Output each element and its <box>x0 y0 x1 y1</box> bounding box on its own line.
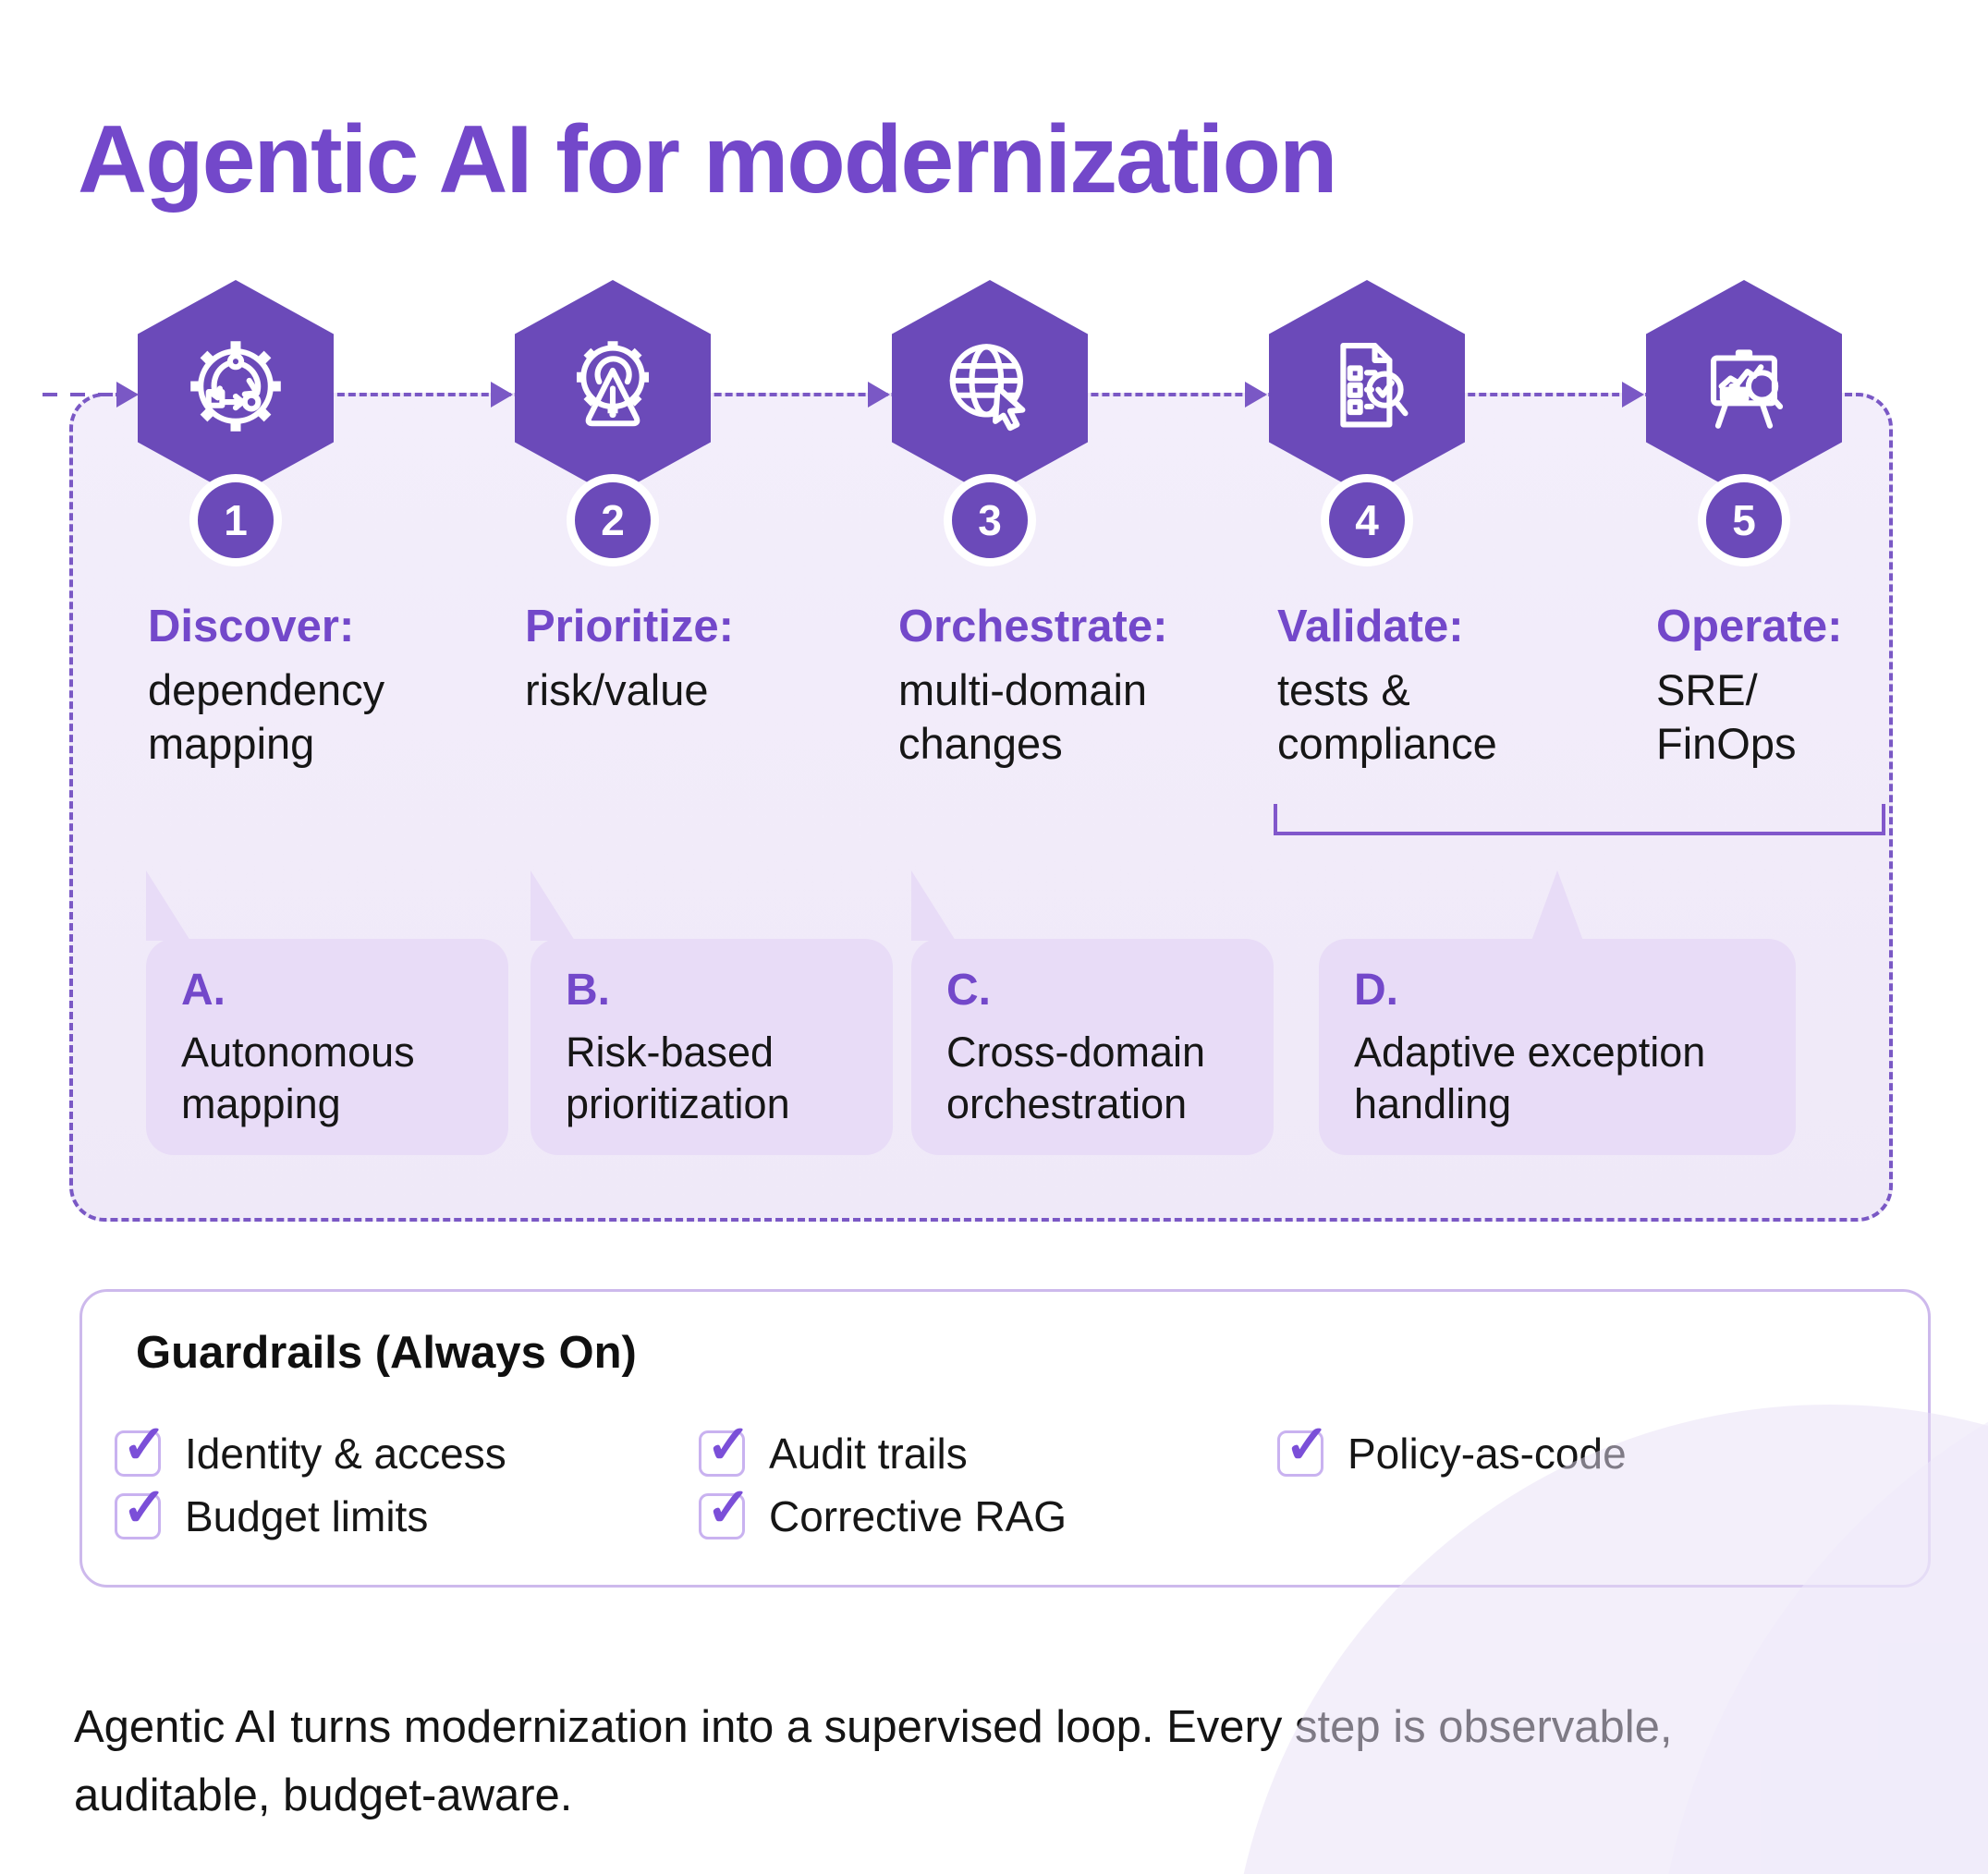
step-3-description: multi-domain changes <box>898 665 1148 768</box>
callout-b-letter: B. <box>566 966 610 1015</box>
flow-arrow-icon <box>868 382 890 408</box>
flow-arrow-icon <box>491 382 513 408</box>
checkmark-icon: ✓ <box>122 1478 167 1538</box>
guardrails-panel: Guardrails (Always On) ✓ Identity & acce… <box>79 1289 1931 1588</box>
step-2-description: risk/value <box>525 665 709 714</box>
chart-board-magnifier-icon <box>1688 330 1800 447</box>
step-1-description: dependency mapping <box>148 665 385 768</box>
flow-entry-dashes <box>43 393 116 396</box>
step-5-text: Operate: SRE/ FinOps <box>1656 601 1970 771</box>
step-2-label: Prioritize: <box>525 602 734 651</box>
checkbox-checked-icon: ✓ <box>699 1415 751 1477</box>
step-1-text: Discover: dependency mapping <box>148 601 462 771</box>
checklist-magnifier-icon <box>1311 330 1423 447</box>
guardrail-item-label: Policy-as-code <box>1348 1430 1627 1478</box>
globe-cursor-icon <box>933 330 1046 447</box>
checkmark-icon: ✓ <box>1285 1415 1330 1475</box>
step-4-number-badge: 4 <box>1321 474 1413 566</box>
callout-c-letter: C. <box>946 966 991 1015</box>
checkbox-checked-icon: ✓ <box>115 1415 167 1477</box>
guardrail-item-corrective-rag: ✓ Corrective RAG <box>699 1478 1067 1541</box>
step-5-description: SRE/ FinOps <box>1656 665 1797 768</box>
gear-network-icon <box>179 330 292 447</box>
callout-a-letter: A. <box>181 966 226 1015</box>
step-3-label: Orchestrate: <box>898 602 1168 651</box>
callout-b: B. Risk-based prioritization <box>531 870 893 1155</box>
guardrail-item-policy-as-code: ✓ Policy-as-code <box>1277 1415 1627 1479</box>
checkmark-icon: ✓ <box>706 1478 751 1538</box>
summary-text: Agentic AI turns modernization into a su… <box>74 1702 1673 1820</box>
flow-arrow-icon <box>116 382 139 408</box>
checkbox-checked-icon: ✓ <box>1277 1415 1330 1477</box>
guardrail-item-label: Budget limits <box>185 1492 429 1540</box>
callout-a: A. Autonomous mapping <box>146 870 508 1155</box>
checkmark-icon: ✓ <box>122 1415 167 1475</box>
checkbox-checked-icon: ✓ <box>115 1478 167 1539</box>
step-1-number-badge: 1 <box>189 474 282 566</box>
checkbox-checked-icon: ✓ <box>699 1478 751 1539</box>
callout-d-text: Adaptive exception handling <box>1354 1028 1706 1127</box>
step-3-text: Orchestrate: multi-domain changes <box>898 601 1213 771</box>
callout-c-text: Cross-domain orchestration <box>946 1028 1206 1127</box>
step-1-label: Discover: <box>148 602 355 651</box>
callout-d: D. Adaptive exception handling <box>1319 870 1796 1155</box>
step-4-hexagon <box>1269 280 1465 496</box>
gear-alert-icon <box>556 330 669 447</box>
callout-b-text: Risk-based prioritization <box>566 1028 790 1127</box>
guardrail-item-label: Audit trails <box>769 1430 968 1478</box>
step-3-number-badge: 3 <box>944 474 1036 566</box>
guardrail-item-identity-access: ✓ Identity & access <box>115 1415 506 1479</box>
callout-c: C. Cross-domain orchestration <box>911 870 1274 1155</box>
callout-a-text: Autonomous mapping <box>181 1028 415 1127</box>
step-5-number-badge: 5 <box>1698 474 1790 566</box>
flow-arrow-icon <box>1245 382 1267 408</box>
step-4-text: Validate: tests & compliance <box>1277 601 1592 771</box>
step-2-number-badge: 2 <box>567 474 659 566</box>
page-title: Agentic AI for modernization <box>78 105 1338 213</box>
callout-d-letter: D. <box>1354 966 1398 1015</box>
step-5-label: Operate: <box>1656 602 1843 651</box>
step-2-text: Prioritize: risk/value <box>525 601 839 717</box>
validate-operate-bracket <box>1274 804 1885 835</box>
guardrails-title: Guardrails (Always On) <box>136 1328 637 1378</box>
step-4-label: Validate: <box>1277 602 1464 651</box>
flow-arrow-icon <box>1622 382 1644 408</box>
guardrail-item-audit-trails: ✓ Audit trails <box>699 1415 968 1479</box>
guardrail-item-budget-limits: ✓ Budget limits <box>115 1478 429 1541</box>
checkmark-icon: ✓ <box>706 1415 751 1475</box>
step-4-description: tests & compliance <box>1277 665 1497 768</box>
guardrail-item-label: Corrective RAG <box>769 1492 1067 1540</box>
guardrail-item-label: Identity & access <box>185 1430 506 1478</box>
step-5-hexagon <box>1646 280 1842 496</box>
